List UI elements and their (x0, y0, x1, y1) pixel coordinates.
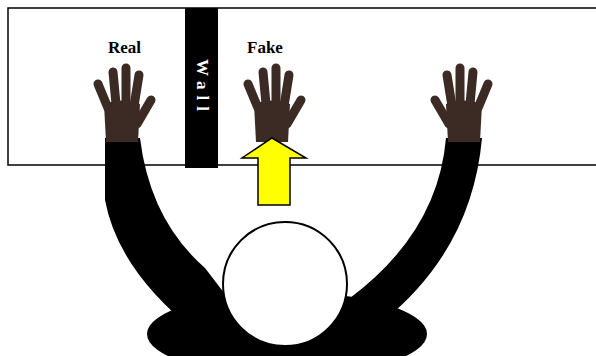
hand-label: Real (108, 38, 141, 58)
hand-label: Fake (247, 38, 283, 58)
wall-label: Wall (192, 59, 212, 117)
right-arm (350, 138, 482, 322)
wall: Wall (185, 8, 218, 168)
yellow-arrow (242, 138, 306, 205)
fake-hand (248, 68, 301, 142)
table (8, 8, 596, 165)
real-hand (98, 68, 151, 142)
head (223, 222, 347, 346)
right-hand (435, 68, 488, 142)
